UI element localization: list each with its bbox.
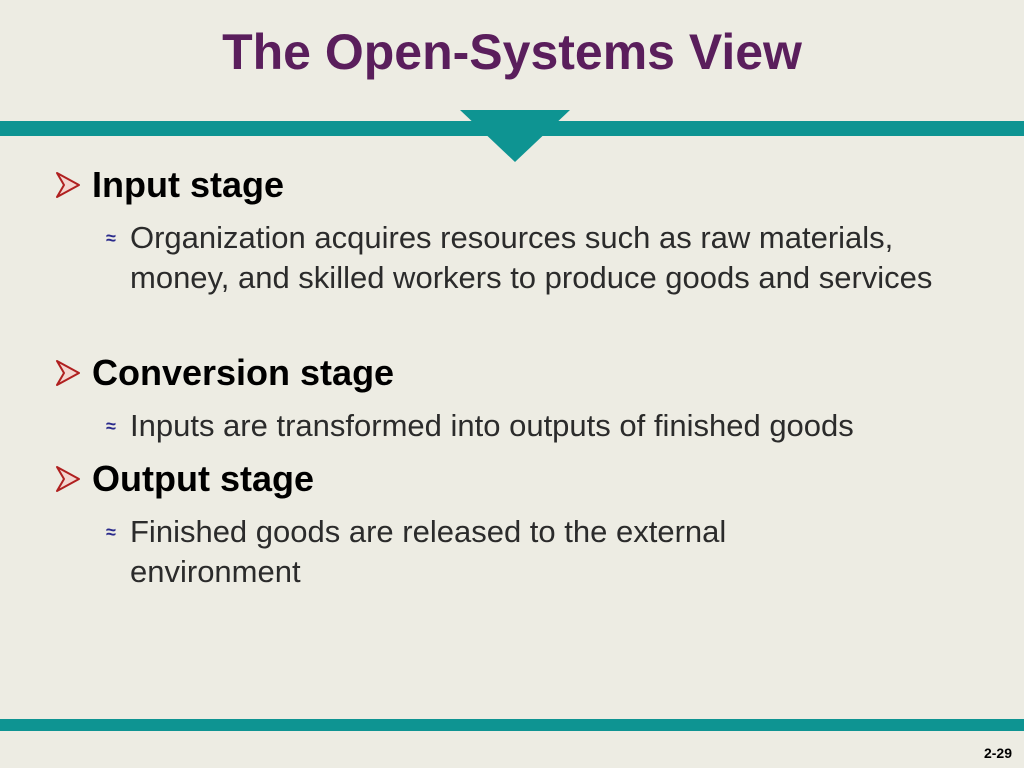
sub-bullet-text: Finished goods are released to the exter… bbox=[130, 514, 727, 589]
bullet-output-stage: Output stage bbox=[54, 458, 314, 500]
triangle-notch-icon bbox=[460, 110, 570, 162]
bottom-divider-bar bbox=[0, 719, 1024, 731]
sub-bullet-output-stage: ≈ Finished goods are released to the ext… bbox=[106, 512, 826, 592]
bullet-heading: Conversion stage bbox=[92, 352, 395, 393]
sub-bullet-input-stage: ≈ Organization acquires resources such a… bbox=[106, 218, 986, 298]
approx-bullet-icon: ≈ bbox=[106, 522, 116, 542]
page-number: 2-29 bbox=[983, 745, 1012, 761]
bullet-heading: Input stage bbox=[92, 164, 285, 205]
arrow-bullet-icon bbox=[56, 466, 80, 492]
bullet-input-stage: Input stage bbox=[54, 164, 284, 206]
approx-bullet-icon: ≈ bbox=[106, 416, 116, 436]
bullet-conversion-stage: Conversion stage bbox=[54, 352, 394, 394]
arrow-bullet-icon bbox=[56, 172, 80, 198]
bullet-heading: Output stage bbox=[92, 458, 314, 499]
approx-bullet-icon: ≈ bbox=[106, 228, 116, 248]
sub-bullet-text: Organization acquires resources such as … bbox=[130, 220, 933, 295]
slide-title: The Open-Systems View bbox=[222, 24, 802, 80]
sub-bullet-conversion-stage: ≈ Inputs are transformed into outputs of… bbox=[106, 406, 986, 446]
arrow-bullet-icon bbox=[56, 360, 80, 386]
sub-bullet-text: Inputs are transformed into outputs of f… bbox=[130, 408, 854, 443]
